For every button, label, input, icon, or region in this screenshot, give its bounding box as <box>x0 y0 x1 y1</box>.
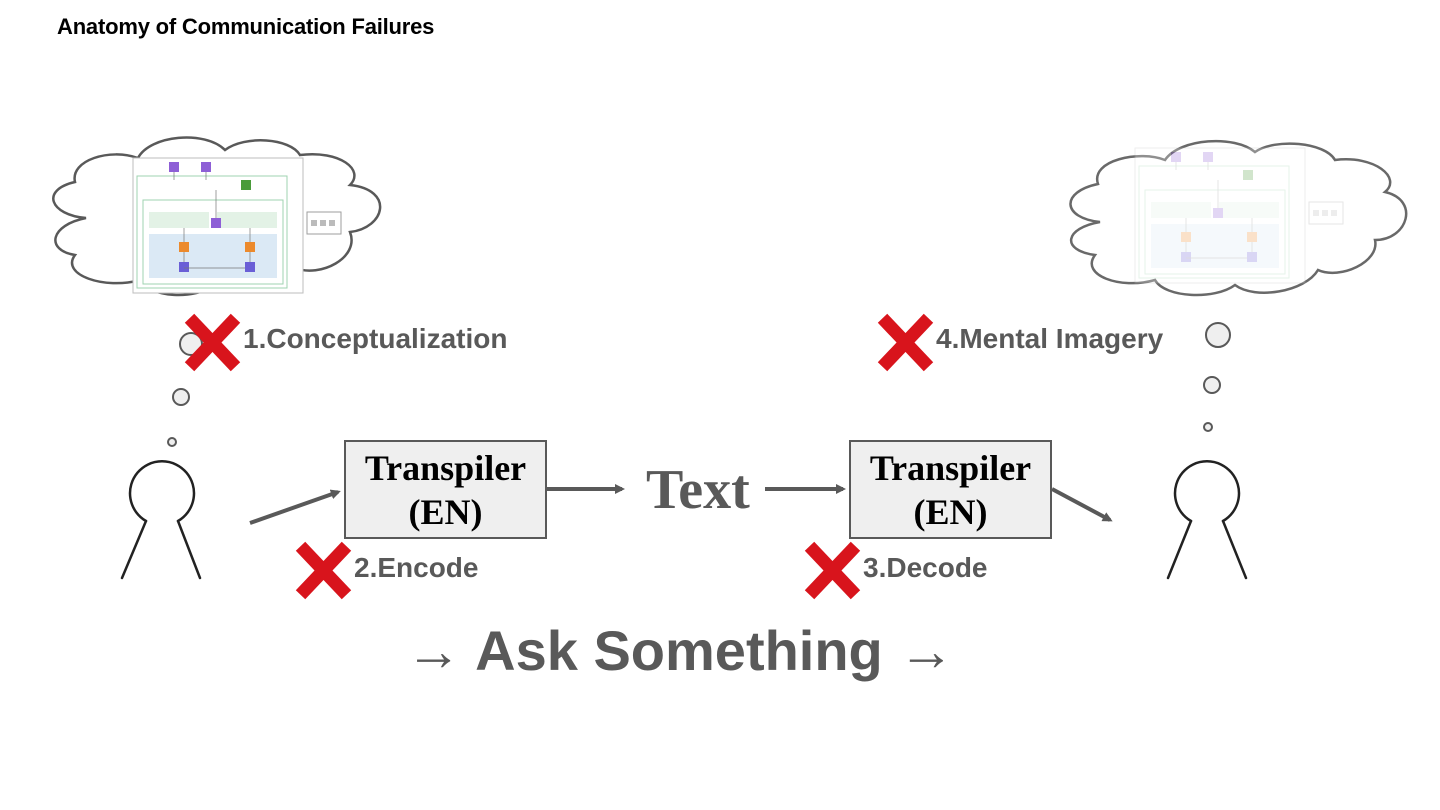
left-person-icon <box>120 460 202 580</box>
ask-something-label: → Ask Something → <box>405 619 955 682</box>
decoder-box-line1: Transpiler <box>869 447 1032 488</box>
decoder-box-line2: (EN) <box>913 491 988 532</box>
encoder-box-line2: (EN) <box>408 491 483 532</box>
decoder-transpiler-box: Transpiler (EN) <box>849 440 1052 539</box>
encoder-box-line1: Transpiler <box>364 447 527 488</box>
left-thought-bubbles <box>167 332 203 447</box>
failure-label-mental-imagery: 4.Mental Imagery <box>936 323 1164 354</box>
diagram-title: Anatomy of Communication Failures <box>57 14 435 39</box>
red-x-icon <box>804 541 861 600</box>
right-person-icon <box>1166 460 1248 580</box>
red-x-icon <box>184 313 241 372</box>
failure-label-encode: 2.Encode <box>354 552 479 583</box>
failure-label-conceptualization: 1.Conceptualization <box>243 323 508 354</box>
right-thought-bubbles <box>1203 322 1231 432</box>
text-node-label: Text <box>646 459 750 521</box>
red-x-icon <box>877 313 934 372</box>
red-x-icon <box>295 541 352 600</box>
arrow-person-to-encoder <box>249 489 341 525</box>
encoder-transpiler-box: Transpiler (EN) <box>344 440 547 539</box>
flow-arrows <box>249 484 1113 525</box>
arrow-decoder-to-person <box>1051 487 1113 522</box>
failure-label-decode: 3.Decode <box>863 552 988 583</box>
